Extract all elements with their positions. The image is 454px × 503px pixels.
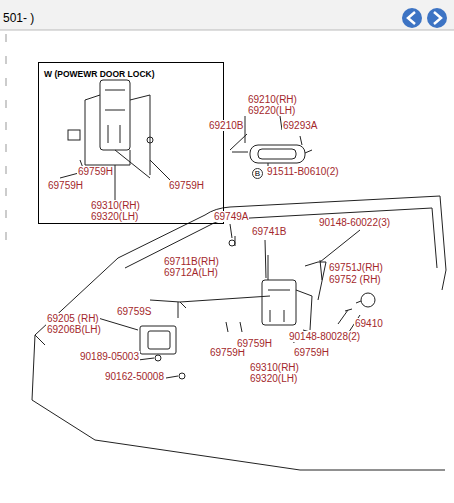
top-bar — [0, 0, 454, 30]
page-code: 501- ) — [2, 11, 35, 25]
part-number: 69759S — [116, 306, 152, 317]
part-number: 69220(LH) — [247, 105, 296, 116]
part-number: 69293A — [282, 120, 318, 131]
part-number: 69751J(RH) — [328, 262, 384, 273]
part-number: 90148-80028(2) — [288, 331, 361, 342]
part-number: 69320(LH) — [90, 211, 139, 222]
part-number: 91511-B0610(2) — [266, 166, 340, 177]
nav-forward — [427, 8, 447, 28]
part-number: 69210B — [208, 120, 244, 131]
nav-arrow — [434, 12, 441, 24]
part-number: 69310(RH) — [90, 200, 141, 211]
door-drawing — [32, 80, 446, 470]
nav-back — [402, 8, 422, 28]
part-number: 69310(RH) — [249, 362, 300, 373]
part-number: 69741B — [251, 226, 287, 237]
part-number: 69759H — [47, 180, 84, 191]
part-number: 69759H — [77, 166, 114, 177]
part-number: 90148-60022(3) — [318, 217, 391, 228]
part-number: 69759H — [168, 180, 205, 191]
side-rule — [6, 34, 7, 240]
part-number: 69206B(LH) — [46, 324, 102, 335]
part-number: 69759H — [293, 347, 330, 358]
circle-mark: B — [252, 168, 263, 179]
part-number: 69320(LH) — [249, 373, 298, 384]
part-number: 69712A(LH) — [163, 267, 219, 278]
part-number: 90189-05003 — [79, 351, 140, 362]
nav-arrow — [408, 12, 415, 24]
bar-border — [0, 30, 454, 31]
part-number: 69759H — [236, 338, 273, 349]
part-number: 69205 (RH) — [46, 313, 100, 324]
part-number: 69752 (RH) — [328, 274, 382, 285]
inset-heading: W (POWEWR DOOR LOCK) — [44, 69, 154, 79]
part-number: 69410 — [354, 318, 384, 329]
part-number: 69210(RH) — [247, 94, 298, 105]
part-number: 69711B(RH) — [163, 256, 220, 267]
part-number: 69749A — [213, 211, 249, 222]
part-number: 90162-50008 — [104, 371, 165, 382]
